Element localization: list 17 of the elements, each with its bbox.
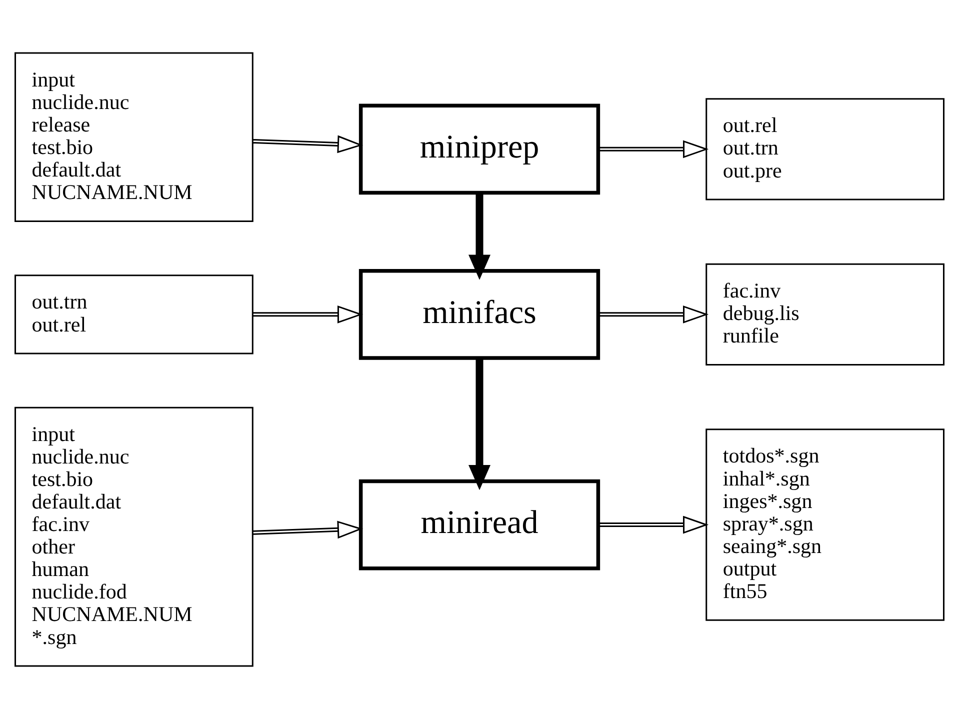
node-box: out.trn out.rel xyxy=(14,274,253,354)
arrow xyxy=(598,515,708,534)
arrow xyxy=(598,304,708,323)
node-box: fac.inv debug.lis runfile xyxy=(705,262,944,365)
node-box: totdos*.sgn inhal*.sgn inges*.sgn spray*.sgn seaing*.sgn output ftn55 xyxy=(705,428,944,620)
node-box: miniread xyxy=(358,478,600,570)
node-box: input nuclide.nuc test.bio default.dat fac.inv other human nuclide.fod NUCNAME.NUM *.sgn xyxy=(14,406,253,666)
node-box: out.rel out.trn out.pre xyxy=(705,98,944,200)
arrow xyxy=(252,520,363,538)
arrow xyxy=(468,192,490,280)
node-box: minifacs xyxy=(358,268,600,360)
arrow xyxy=(252,134,363,153)
arrow xyxy=(252,304,363,323)
node-box: input nuclide.nuc release test.bio default.dat NUCNAME.NUM xyxy=(14,52,253,222)
arrow xyxy=(468,358,490,490)
node-box: miniprep xyxy=(358,103,600,194)
arrow xyxy=(598,140,708,158)
